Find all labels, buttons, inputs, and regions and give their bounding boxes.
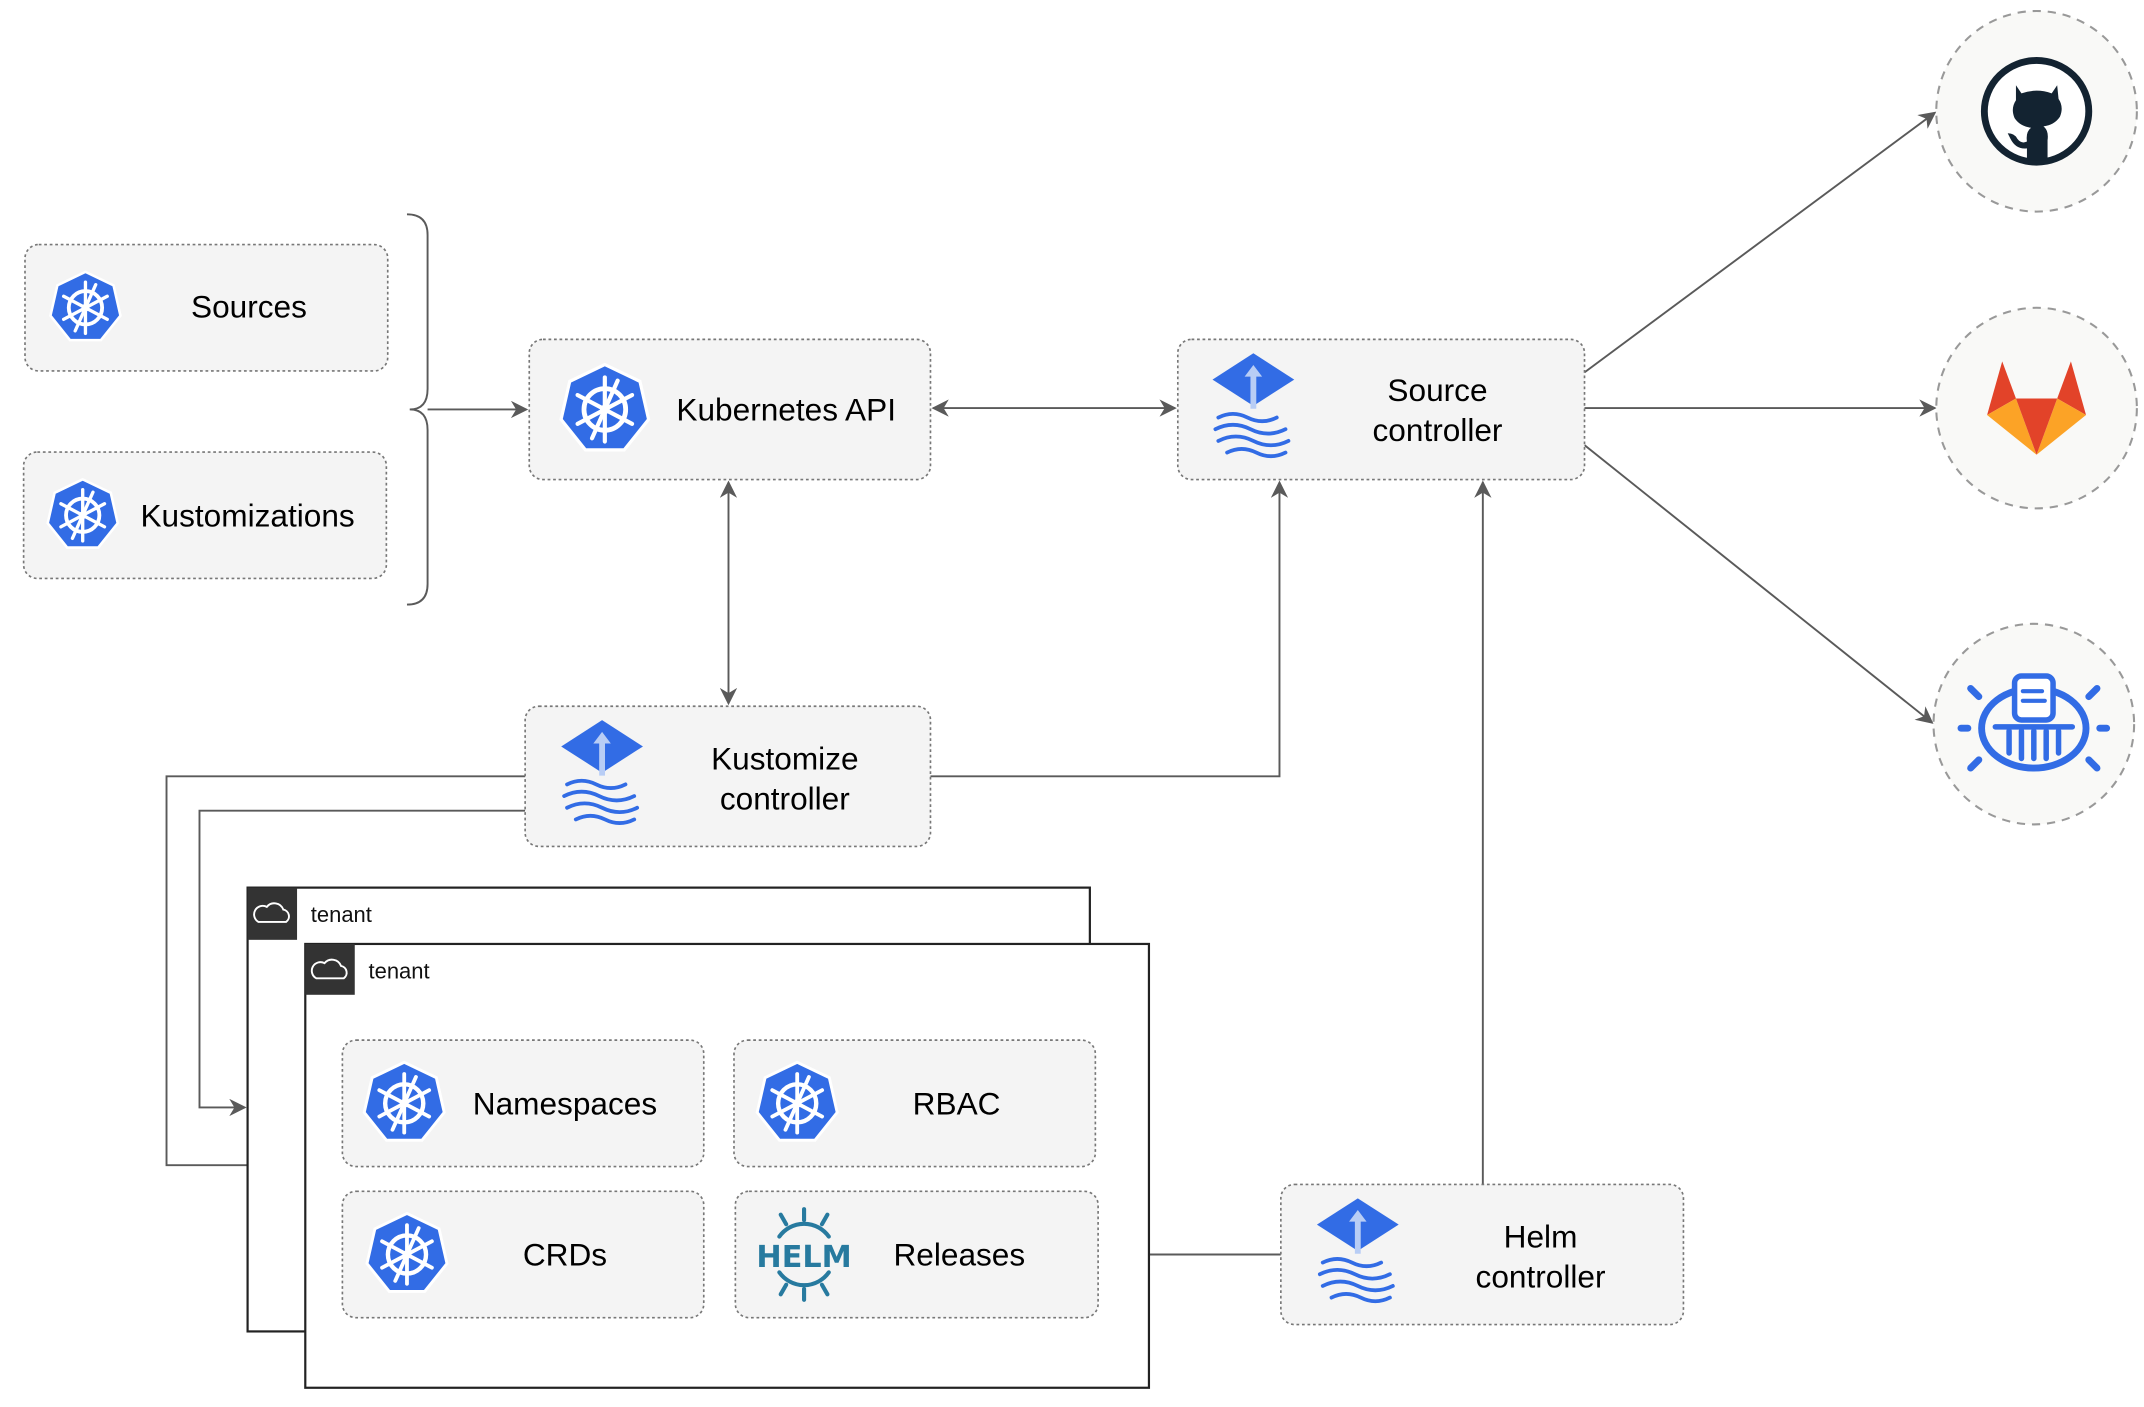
arrow-kustomize-to-tenant-front (165, 775, 526, 1174)
helm-controller-node[interactable]: Helm controller (1280, 1183, 1685, 1326)
svg-text:RBAC: RBAC (913, 1085, 1001, 1121)
bucket-icon (1957, 673, 2111, 772)
svg-text:HELM: HELM (756, 1240, 851, 1275)
arrow-source-to-bucket (1583, 444, 1934, 724)
svg-text:Sources: Sources (191, 288, 307, 324)
github-node[interactable] (1935, 9, 2138, 213)
sources-node[interactable]: Sources (24, 243, 389, 372)
svg-text:CRDs: CRDs (523, 1236, 607, 1272)
namespaces-node[interactable]: Namespaces (341, 1039, 705, 1168)
arrow-source-to-github (1583, 111, 1937, 374)
gitlab-node[interactable] (1935, 306, 2138, 510)
resources-bracket (406, 213, 429, 606)
gitlab-icon (1987, 361, 2087, 455)
arrow-kustomize-to-tenant-back (198, 809, 526, 1117)
releases-node[interactable]: HELM Releases (734, 1190, 1099, 1319)
svg-text:Helm: Helm (1504, 1219, 1578, 1255)
kustomize-controller-node[interactable]: Kustomize controller (524, 705, 932, 848)
cloud-icon (310, 958, 348, 980)
kustomizations-node[interactable]: Kustomizations (22, 451, 388, 580)
svg-text:controller: controller (1373, 412, 1503, 448)
source-controller-node[interactable]: Source controller (1176, 338, 1586, 481)
svg-text:tenant: tenant (311, 902, 372, 927)
svg-text:Kustomizations: Kustomizations (140, 497, 354, 533)
bucket-node[interactable] (1932, 622, 2136, 826)
rbac-node[interactable]: RBAC (733, 1039, 1097, 1168)
svg-text:Kustomize: Kustomize (711, 740, 858, 776)
tenant-front[interactable]: tenant Namespaces RBAC CRDs (304, 942, 1151, 1389)
github-icon (1980, 57, 2093, 166)
svg-text:Kubernetes API: Kubernetes API (676, 391, 896, 427)
svg-text:Namespaces: Namespaces (473, 1085, 657, 1121)
kubernetes-api-node[interactable]: Kubernetes API (528, 338, 932, 481)
svg-text:Source: Source (1387, 372, 1487, 408)
helm-icon: HELM (756, 1207, 852, 1302)
arrow-kustomize-to-source (930, 480, 1289, 778)
crds-node[interactable]: CRDs (341, 1190, 705, 1319)
svg-text:tenant: tenant (369, 958, 430, 983)
svg-text:controller: controller (720, 780, 850, 816)
svg-text:Releases: Releases (893, 1236, 1025, 1272)
cloud-icon (253, 902, 290, 923)
svg-text:controller: controller (1476, 1258, 1606, 1294)
